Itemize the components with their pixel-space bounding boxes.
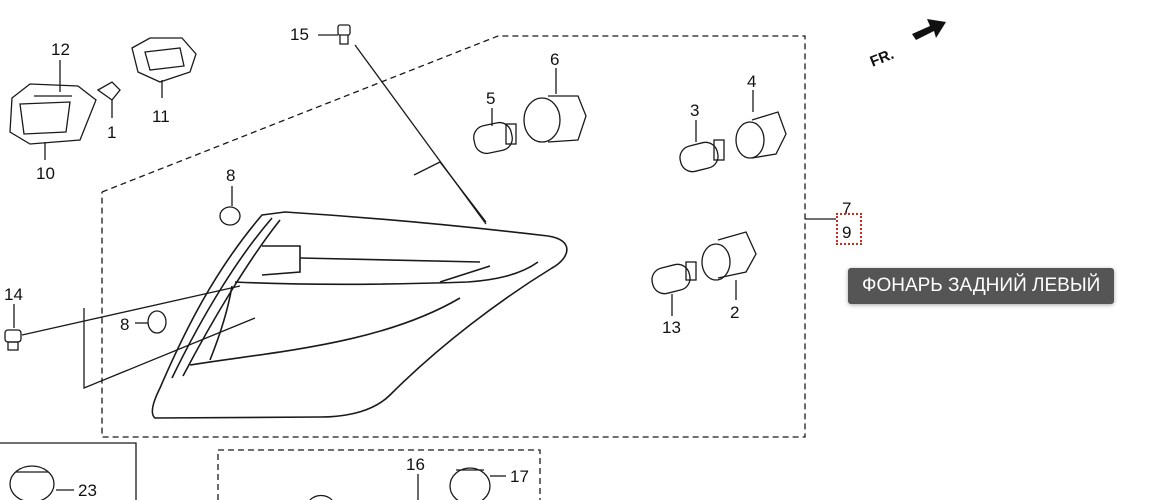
bulb-1 <box>96 81 121 101</box>
callout-16[interactable]: 16 <box>406 455 425 474</box>
grommet-8-upper <box>219 206 241 226</box>
socket-17 <box>449 467 491 500</box>
callout-23[interactable]: 23 <box>78 481 97 500</box>
front-direction-label: FR. <box>868 46 897 71</box>
bulb-5 <box>473 121 517 155</box>
callout-9[interactable]: 9 <box>842 223 851 242</box>
socket-6 <box>523 95 587 143</box>
callout-8-upper[interactable]: 8 <box>226 166 235 185</box>
callout-6[interactable]: 6 <box>550 50 559 69</box>
leader-line <box>354 44 487 225</box>
assembly-frame <box>101 35 806 438</box>
lower-mid-frame <box>217 449 541 500</box>
callout-10[interactable]: 10 <box>36 164 55 183</box>
callout-9-hotspot[interactable] <box>836 213 862 245</box>
callout-14[interactable]: 14 <box>4 285 23 304</box>
socket-23 <box>9 465 55 500</box>
callout-12[interactable]: 12 <box>51 40 70 59</box>
front-arrow-icon <box>912 19 946 40</box>
callouts: 1 2 3 4 5 6 7 8 8 9 10 11 12 13 14 15 16… <box>4 25 896 500</box>
leader-line <box>21 285 241 336</box>
callout-4[interactable]: 4 <box>747 72 756 91</box>
callout-1[interactable]: 1 <box>107 123 116 142</box>
callout-8-lower[interactable]: 8 <box>120 315 129 334</box>
grommet-8-lower <box>147 310 167 334</box>
socket-2 <box>701 231 757 281</box>
bulb-16 <box>309 494 333 500</box>
part-tooltip: ФОНАРЬ ЗАДНИЙ ЛЕВЫЙ <box>848 268 1115 304</box>
socket-4 <box>735 111 787 159</box>
screw-14 <box>4 329 22 351</box>
callout-11[interactable]: 11 <box>152 107 170 126</box>
callout-13[interactable]: 13 <box>662 318 681 337</box>
tooltip-text: ФОНАРЬ ЗАДНИЙ ЛЕВЫЙ <box>862 275 1101 296</box>
callout-17[interactable]: 17 <box>510 467 529 486</box>
inner-frame-line <box>413 161 487 223</box>
callout-7[interactable]: 7 <box>842 199 851 218</box>
callout-5[interactable]: 5 <box>486 89 495 108</box>
lower-left-frame <box>0 442 137 500</box>
taillight-housing <box>151 211 568 419</box>
socket-11 <box>131 37 197 83</box>
callout-2[interactable]: 2 <box>730 303 739 322</box>
screw-15 <box>337 24 351 45</box>
license-lamp-10 <box>9 83 97 145</box>
bulb-3 <box>679 139 725 173</box>
callout-15[interactable]: 15 <box>290 25 309 44</box>
inner-frame-line <box>83 308 256 389</box>
bulb-13 <box>651 261 697 295</box>
callout-3[interactable]: 3 <box>690 101 699 120</box>
